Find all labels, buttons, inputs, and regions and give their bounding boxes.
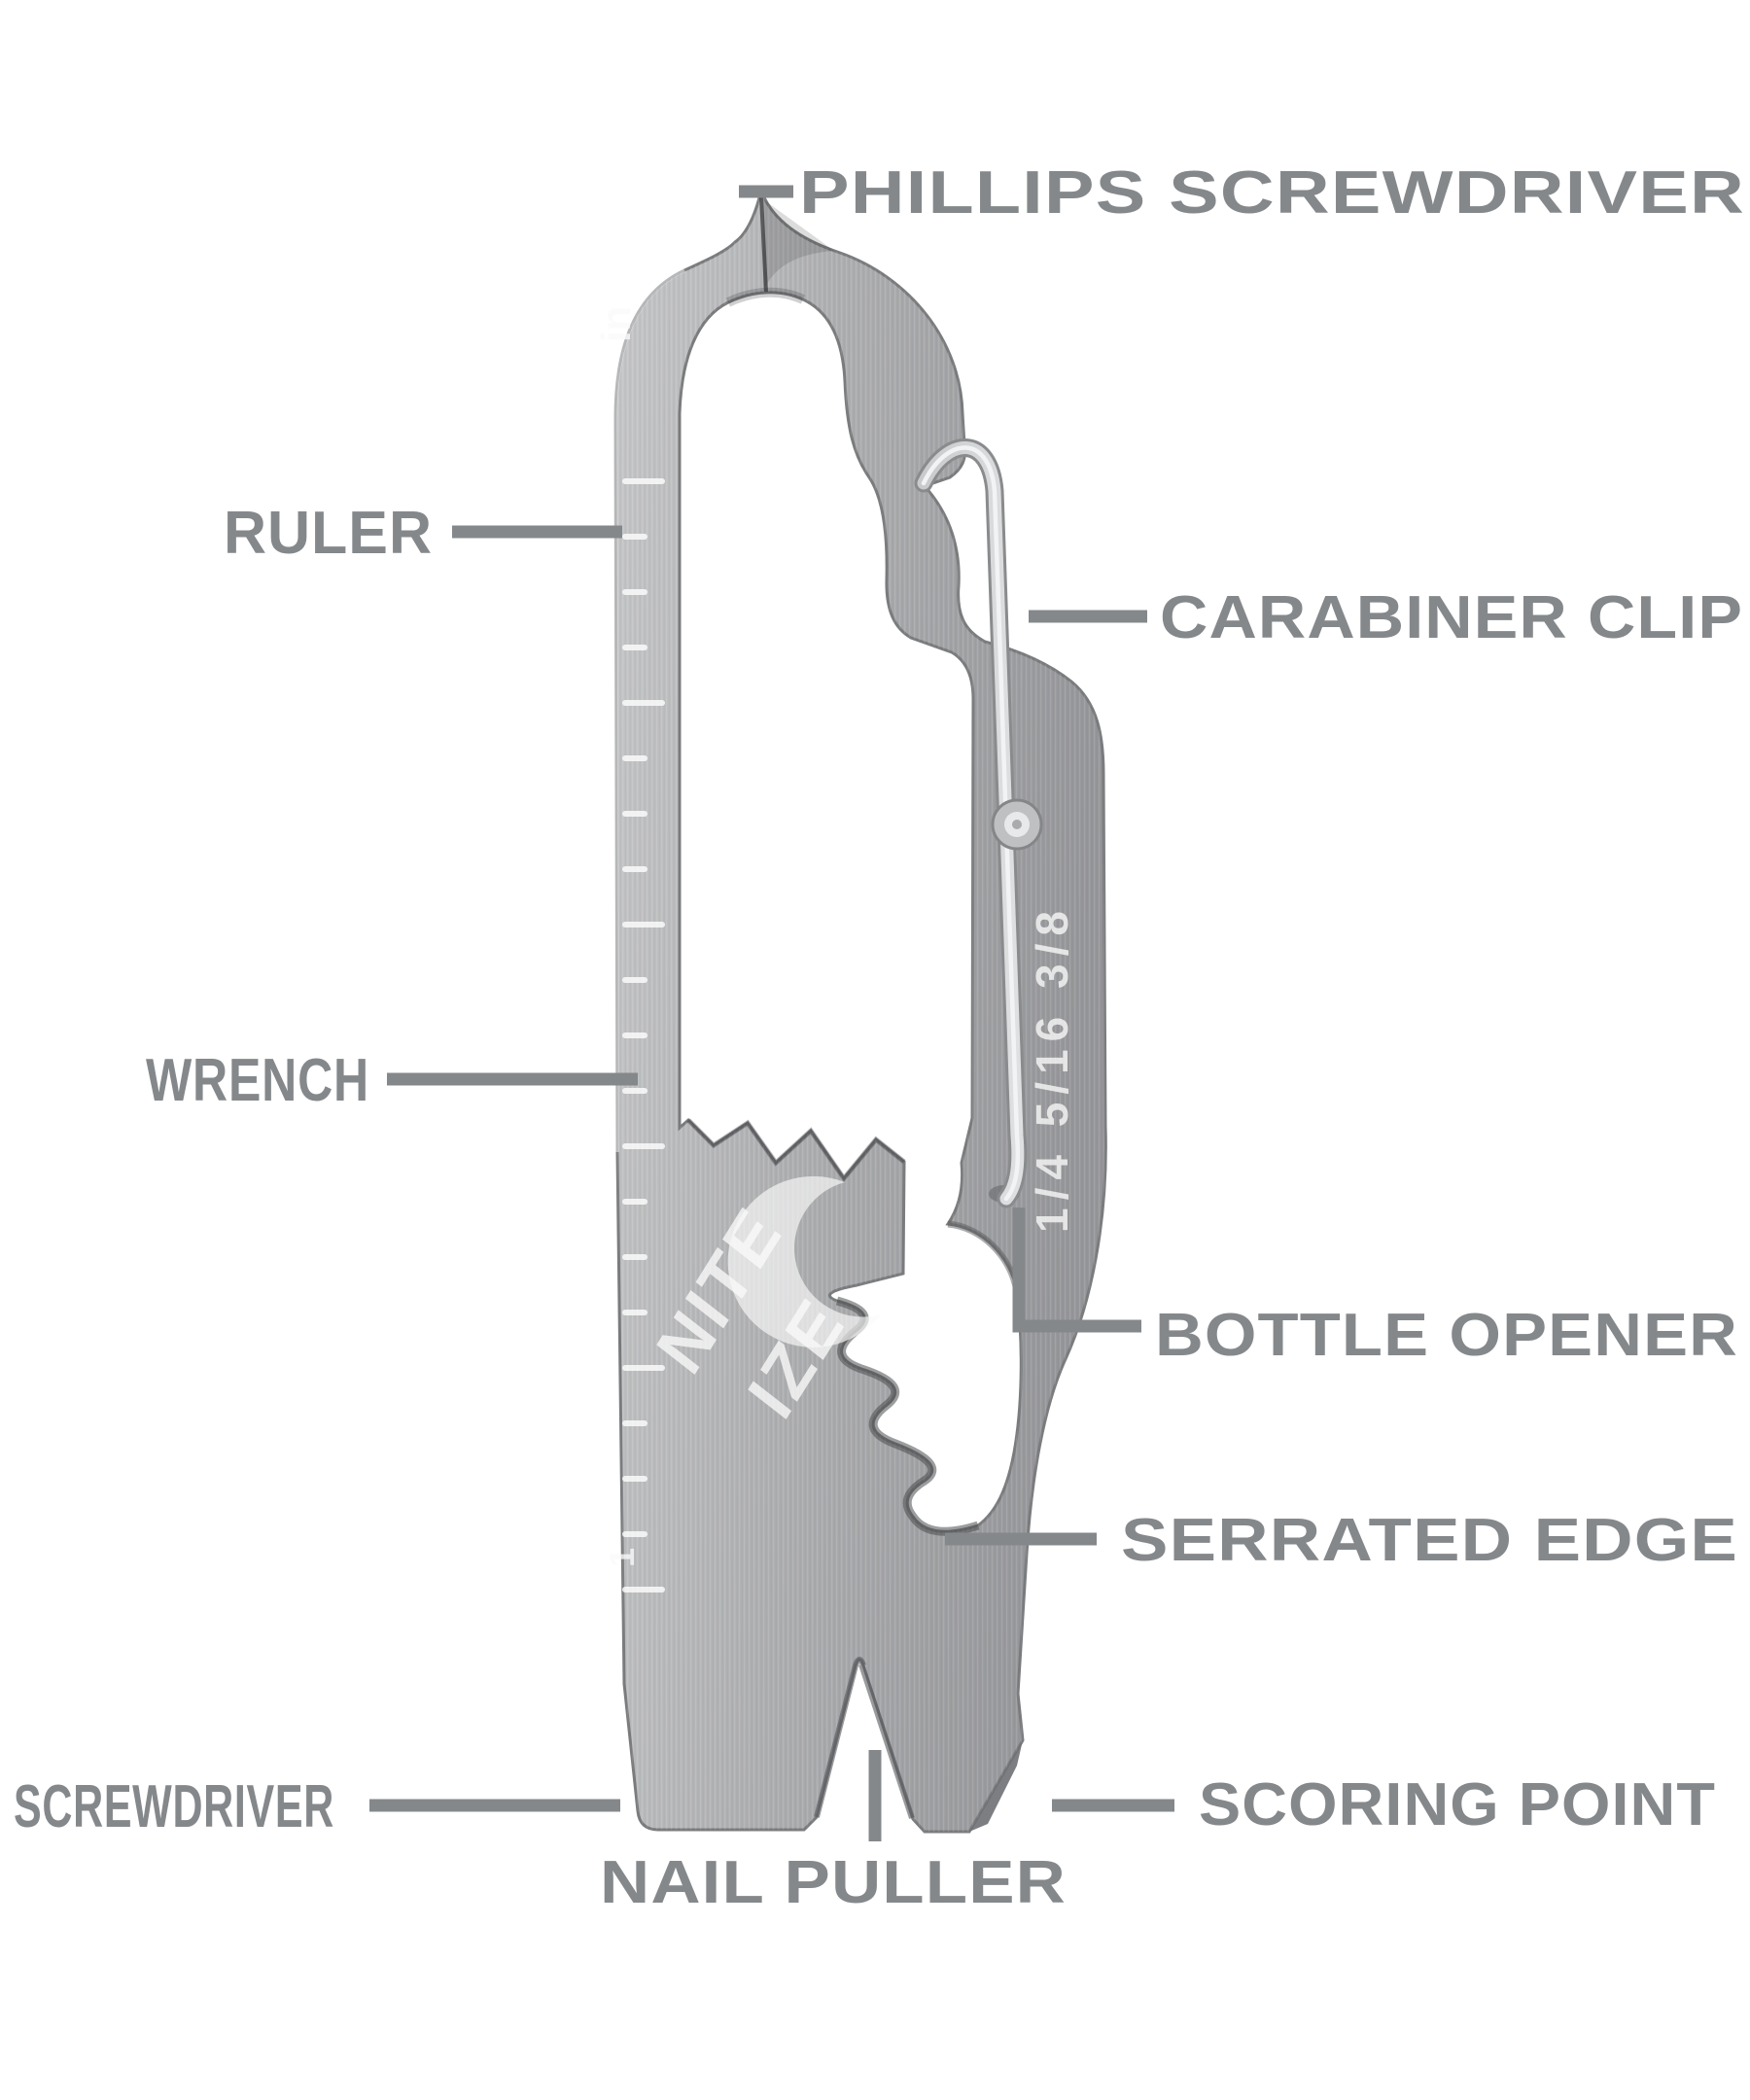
metal-texture <box>615 191 1106 1832</box>
ruler-tick <box>622 589 648 595</box>
label-nail-puller: NAIL PULLER <box>600 1849 1067 1916</box>
rivet-center <box>1012 820 1022 829</box>
label-scoring-point: SCORING POINT <box>1199 1771 1716 1838</box>
label-carabiner-clip: CARABINER CLIP <box>1160 584 1743 651</box>
ruler-tick <box>622 1143 665 1149</box>
left-edge-highlight <box>612 268 685 1153</box>
ruler-tick <box>622 866 648 872</box>
ruler-tick <box>622 755 648 761</box>
label-serrated-edge: SERRATED EDGE <box>1121 1507 1738 1574</box>
ruler-tick <box>622 1254 648 1260</box>
label-screwdriver: SCREWDRIVER <box>14 1773 334 1840</box>
tool-body: in 1 1/4 5/16 3/8 NITE IZE <box>593 185 1107 1834</box>
annotation-labels: PHILLIPS SCREWDRIVER RULER CARABINER CLI… <box>14 159 1745 1916</box>
ruler-tick <box>622 645 648 650</box>
ruler-tick <box>622 1531 648 1537</box>
ruler-number-label: 1 <box>602 1548 642 1567</box>
ruler-tick <box>622 1032 648 1038</box>
label-phillips-screwdriver: PHILLIPS SCREWDRIVER <box>799 159 1745 227</box>
ruler-tick <box>622 1476 648 1482</box>
pointer-line-bottle-opener <box>1012 1208 1141 1333</box>
label-bottle-opener: BOTTLE OPENER <box>1155 1302 1738 1369</box>
ruler-tick-marks <box>622 478 665 1592</box>
ruler-tick <box>622 700 665 706</box>
ruler-tick <box>622 478 665 484</box>
ruler-tick <box>622 1365 665 1371</box>
carabiner-wire-gate <box>914 438 1043 1208</box>
phillips-tip-shade <box>763 199 834 292</box>
ruler-tick <box>622 1587 665 1592</box>
nail-puller-notch-shadow <box>814 1657 915 1819</box>
ruler-tick <box>622 1420 648 1426</box>
ruler-tick <box>622 534 648 540</box>
wrench-size-markings: 1/4 5/16 3/8 <box>1027 903 1077 1233</box>
pointer-lines <box>369 185 1174 1841</box>
ruler-tick <box>622 1199 648 1205</box>
ruler-tick <box>622 977 648 983</box>
ruler-tick <box>622 1310 648 1315</box>
label-wrench: WRENCH <box>146 1047 369 1114</box>
brand-crescent-icon <box>727 1175 881 1348</box>
ruler-tick <box>622 811 648 817</box>
label-ruler: RULER <box>224 500 433 567</box>
wrench-jaw-shadow <box>686 1118 906 1183</box>
ruler-unit-label: in <box>593 306 639 342</box>
scoring-bevel-facet <box>969 1740 1023 1832</box>
phillips-tip-split <box>759 196 768 293</box>
wire-highlight <box>921 445 1021 1202</box>
inner-arch-shadow <box>725 287 806 307</box>
ruler-tick <box>622 1088 648 1094</box>
ruler-tick <box>622 922 665 928</box>
